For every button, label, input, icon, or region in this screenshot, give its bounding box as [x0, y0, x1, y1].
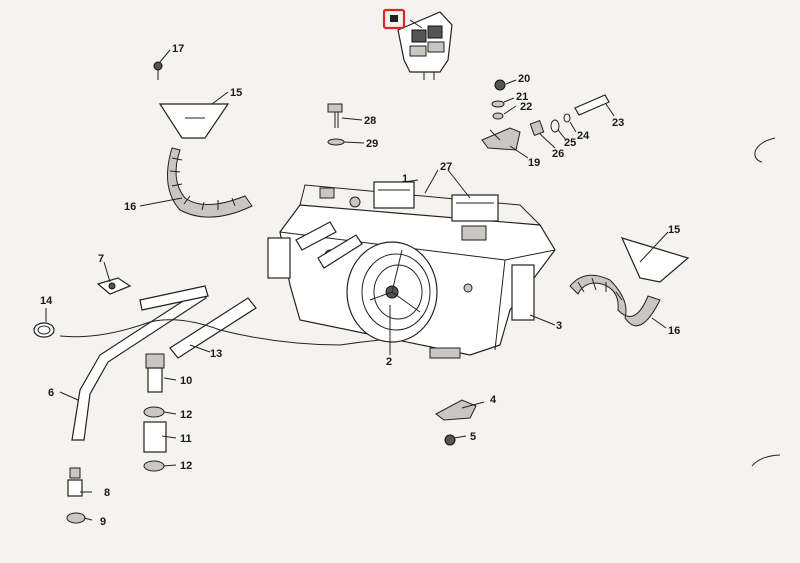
left-air-hose[interactable]	[167, 147, 253, 218]
callout-10: 10	[180, 375, 192, 387]
left-air-outlet[interactable]	[158, 103, 230, 139]
right-air-outlet[interactable]	[620, 237, 690, 283]
cable-clip[interactable]	[96, 277, 132, 295]
lock-washer[interactable]	[492, 112, 504, 120]
callout-4: 4	[490, 394, 497, 406]
callout-12-upper: 12	[180, 409, 192, 421]
callout-8: 8	[104, 487, 110, 499]
bleed-screw[interactable]	[67, 467, 83, 497]
callout-22: 22	[520, 101, 532, 113]
highlight-marker-glyph	[390, 15, 398, 22]
callout-labels: 1 2 3 4 5 6 7 8 9 10 11 12 12 13 14 15 1…	[40, 43, 680, 528]
switch-unit[interactable]	[397, 11, 453, 80]
mounting-bracket[interactable]	[481, 127, 521, 151]
nut[interactable]	[494, 79, 506, 91]
callout-12-lower: 12	[180, 460, 192, 472]
washer-small[interactable]	[550, 119, 560, 133]
bleed-washer[interactable]	[66, 512, 86, 524]
callout-26: 26	[552, 148, 564, 160]
callout-14: 14	[40, 295, 53, 307]
highlight-marker[interactable]	[382, 8, 406, 30]
coupling-sleeve[interactable]	[143, 421, 167, 453]
callout-1: 1	[402, 173, 408, 185]
washer[interactable]	[491, 100, 505, 108]
sealing-washer[interactable]	[327, 138, 345, 146]
callout-16-right: 16	[668, 325, 680, 337]
right-air-hose[interactable]	[569, 274, 661, 327]
edge-mark-bottom	[751, 454, 781, 467]
callout-23: 23	[612, 117, 624, 129]
seal-ring-upper[interactable]	[143, 406, 165, 418]
callout-24: 24	[577, 130, 590, 142]
callout-15-left: 15	[230, 87, 242, 99]
support-bracket[interactable]	[435, 399, 477, 421]
callout-11: 11	[180, 433, 192, 445]
callout-21: 21	[516, 91, 528, 103]
valve-fitting[interactable]	[145, 353, 165, 393]
self-tapping-screw[interactable]	[153, 61, 163, 71]
spring-washer[interactable]	[563, 113, 571, 123]
callout-6: 6	[48, 387, 54, 399]
callout-7: 7	[98, 253, 104, 265]
callout-28: 28	[364, 115, 376, 127]
callout-3: 3	[556, 320, 562, 332]
callout-20: 20	[518, 73, 530, 85]
bolt[interactable]	[574, 94, 610, 116]
wiring-harness	[59, 319, 381, 346]
callout-9: 9	[100, 516, 106, 528]
callout-13: 13	[210, 348, 222, 360]
short-pipe[interactable]	[139, 285, 209, 311]
edge-mark-top	[754, 137, 776, 163]
heater-housing[interactable]	[267, 181, 556, 359]
callout-29: 29	[366, 138, 378, 150]
callout-5: 5	[470, 431, 476, 443]
hose-clamp[interactable]	[33, 322, 55, 338]
callout-17: 17	[172, 43, 184, 55]
callout-15-right: 15	[668, 224, 680, 236]
callout-27: 27	[440, 161, 452, 173]
callout-25: 25	[564, 137, 576, 149]
callout-19: 19	[528, 157, 540, 169]
screw[interactable]	[327, 103, 343, 128]
callout-2: 2	[386, 356, 392, 368]
bottom-nut[interactable]	[444, 434, 456, 446]
heater-pipe[interactable]	[71, 289, 207, 441]
seal-ring-lower[interactable]	[143, 460, 165, 472]
spacer[interactable]	[529, 120, 545, 136]
leader-lines	[45, 19, 669, 521]
callout-16-left: 16	[124, 201, 136, 213]
